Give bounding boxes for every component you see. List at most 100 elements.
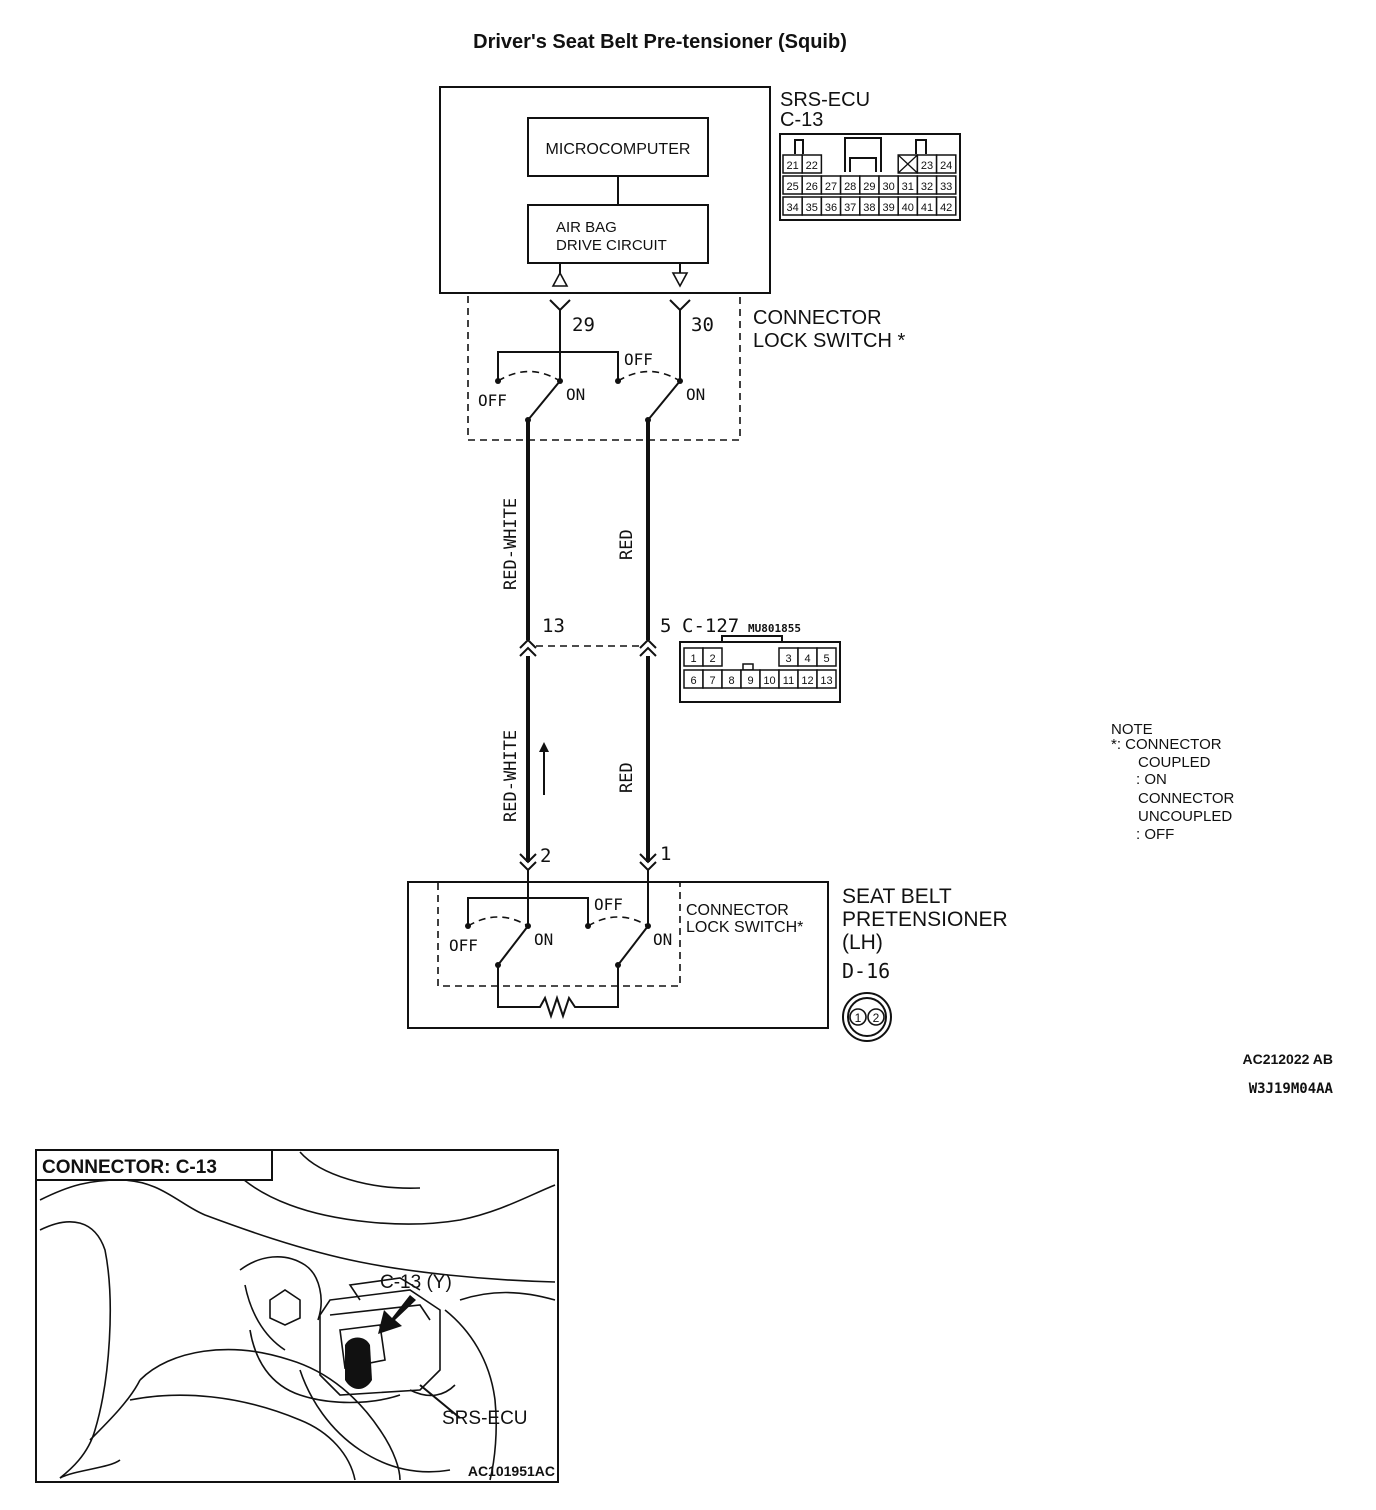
c127-pin-12: 12 (801, 675, 813, 687)
wire-color-upper-right: RED (617, 529, 637, 560)
photo-label: CONNECTOR: C-13 (42, 1157, 217, 1178)
drive-circuit-label: DRIVE CIRCUIT (556, 237, 667, 254)
ecu-name: SRS-ECU (780, 89, 870, 111)
ecu-terminal-29: 29 (572, 314, 595, 336)
pretensioner-title-3: (LH) (842, 931, 883, 954)
c13-pin-42-cell (935, 196, 957, 216)
c127-pin-5: 5 (823, 653, 829, 665)
c13-pin-23: 23 (921, 160, 933, 172)
c127-pin-2-cell (702, 647, 723, 667)
c127-pin-5-cell (816, 647, 837, 667)
c13-pin-29: 29 (863, 181, 875, 193)
upper-right-switch (560, 310, 683, 423)
upper-left-switch (495, 310, 563, 423)
c13-pin-30: 30 (882, 181, 894, 193)
c127-pin-10: 10 (763, 675, 775, 687)
lower-left-off-label: OFF (449, 936, 478, 955)
c127-connector-id: C-127 (682, 615, 739, 637)
c127-connector-symbol (519, 638, 657, 657)
c13-pin-38: 38 (863, 202, 875, 214)
c13-pin-41: 41 (921, 202, 933, 214)
wire-color-lower-right: RED (617, 762, 637, 793)
lower-lock-switch-label-2: LOCK SWITCH* (686, 919, 803, 936)
c13-pin-22-cell (801, 154, 823, 174)
c127-pin-6: 6 (690, 675, 696, 687)
c13-pin-24-cell (935, 154, 957, 174)
photo-code: AC101951AC (468, 1463, 555, 1479)
c13-pin-42: 42 (940, 202, 952, 214)
c127-pin-left: 13 (542, 615, 565, 637)
c127-pin-3: 3 (785, 653, 791, 665)
upper-lock-switch-label-1: CONNECTOR (753, 307, 882, 329)
note-block: NOTE *: CONNECTOR COUPLED : ON CONNECTOR… (1111, 721, 1235, 843)
air-bag-label: AIR BAG (556, 219, 617, 236)
c127-pin-4: 4 (804, 653, 810, 665)
pretensioner-title-1: SEAT BELT (842, 885, 952, 908)
microcomputer-block (527, 117, 709, 177)
wire-color-upper-left: RED-WHITE (501, 498, 521, 590)
upper-right-on-label: ON (686, 385, 705, 404)
note-line-4: : ON (1136, 771, 1167, 788)
wire-color-lower-left: RED-WHITE (501, 730, 521, 822)
c13-blank-cross-icon (897, 154, 918, 174)
c13-pin-24: 24 (940, 160, 952, 172)
callout-arrow-icon (378, 1295, 416, 1334)
diagram-code-2: W3J19M04AA (1249, 1081, 1334, 1097)
c127-pin-11: 11 (783, 675, 794, 687)
diagram-title: Driver's Seat Belt Pre-tensioner (Squib) (473, 31, 847, 53)
upper-left-off-label: OFF (478, 391, 507, 410)
c13-pin-21: 21 (786, 160, 798, 172)
c127-pin-13: 13 (820, 675, 832, 687)
microcomputer-label: MICROCOMPUTER (546, 141, 691, 158)
c127-part-number: MU801855 (748, 622, 801, 635)
lower-right-on-label: ON (653, 930, 672, 949)
lower-right-off-label: OFF (594, 895, 623, 914)
c13-pin-22: 22 (806, 160, 818, 172)
c127-pin-right: 5 (660, 615, 671, 637)
current-flow-arrow-icon (539, 742, 549, 795)
c127-pin-1: 1 (690, 653, 696, 665)
air-bag-drive-circuit-block (527, 204, 709, 264)
c13-pin-37: 37 (844, 202, 856, 214)
upper-left-on-label: ON (566, 385, 585, 404)
note-line-5: CONNECTOR (1138, 790, 1235, 807)
c13-pin-31: 31 (902, 181, 914, 193)
c13-pin-35: 35 (806, 202, 818, 214)
d16-pin-2: 2 (873, 1011, 880, 1025)
pretensioner-connector-id: D-16 (842, 959, 890, 983)
d16-connector-face: 1 2 (842, 992, 892, 1042)
c13-pin-25: 25 (786, 181, 798, 193)
squib-resistor-icon (497, 965, 619, 1020)
photo-callout-connector: C-13 (Y) (380, 1272, 452, 1293)
c13-pin-26: 26 (806, 181, 818, 193)
connector-location-photo: CONNECTOR: C-13 C-13 (Y) SRS-ECU AC10195… (35, 1149, 559, 1483)
c13-pin-34: 34 (786, 202, 798, 214)
lower-left-on-label: ON (534, 930, 553, 949)
c127-pin-7: 7 (709, 675, 715, 687)
note-line-6: UNCOUPLED (1138, 808, 1232, 825)
lower-right-switch (528, 870, 651, 968)
photo-callout-unit: SRS-ECU (442, 1408, 528, 1429)
c13-pin-40: 40 (902, 202, 914, 214)
c127-pin-8: 8 (728, 675, 734, 687)
c13-pin-39: 39 (882, 202, 894, 214)
ecu-connector-id: C-13 (780, 109, 823, 131)
upper-lock-switch-label-2: LOCK SWITCH * (753, 330, 905, 352)
c13-pin-32: 32 (921, 181, 933, 193)
note-line-7: : OFF (1136, 826, 1174, 843)
c13-pin-33-cell (935, 175, 957, 195)
note-line-3: COUPLED (1138, 754, 1211, 771)
ecu-terminal-30: 30 (691, 314, 714, 336)
c13-pin-27: 27 (825, 181, 837, 193)
upper-right-off-label: OFF (624, 350, 653, 369)
note-line-2: *: CONNECTOR (1111, 736, 1222, 753)
d16-pin-1: 1 (855, 1011, 862, 1025)
up-triangle-icon (551, 271, 569, 287)
upper-lock-switch-area (467, 292, 741, 441)
lower-lock-switch-label-1: CONNECTOR (686, 902, 789, 919)
c13-pin-36: 36 (825, 202, 837, 214)
lower-lock-switch-area (437, 881, 681, 987)
c13-pin-28: 28 (844, 181, 856, 193)
